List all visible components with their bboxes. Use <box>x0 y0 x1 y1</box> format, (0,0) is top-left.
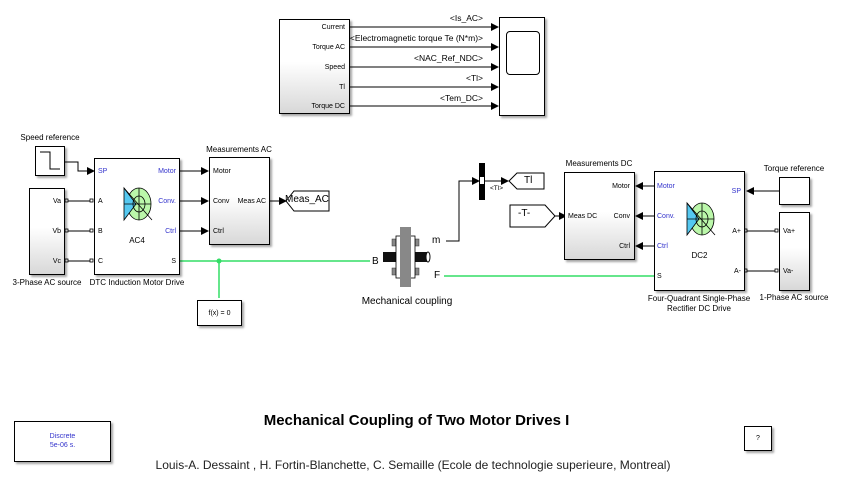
scope-signals-subsystem[interactable]: Current Torque AC Speed Tl Torque DC <box>279 19 350 114</box>
model-title: Mechanical Coupling of Two Motor Drives … <box>263 412 570 429</box>
help-button[interactable]: ? <box>744 426 772 451</box>
port-torque-dc: Torque DC <box>311 103 345 110</box>
signal-is-ac: <Is_AC> <box>449 13 483 23</box>
dc-port-sp: SP <box>731 188 741 195</box>
bus-selector-signal: <Tl> <box>490 185 504 192</box>
ac-drive-label: DTC Induction Motor Drive <box>89 278 185 287</box>
port-markers <box>64 198 779 273</box>
port-tl: Tl <box>339 84 345 91</box>
measurements-ac-block[interactable]: Motor Conv Ctrl Meas AC <box>209 157 270 245</box>
goto-meas-ac[interactable] <box>285 190 333 214</box>
coupling-port-f: F <box>434 270 441 281</box>
model-authors: Louis-A. Dessaint , H. Fortin-Blanchette… <box>155 458 671 472</box>
dc-port-motor: Motor <box>657 183 675 190</box>
port-motor: Motor <box>158 168 176 175</box>
port-torque-ac: Torque AC <box>312 44 345 51</box>
torque-reference-block[interactable] <box>779 177 810 205</box>
mechanical-coupling-icon[interactable] <box>382 226 432 288</box>
three-phase-source-block[interactable]: Va Vb Vc <box>29 188 65 275</box>
bus-selector-block[interactable] <box>479 163 485 200</box>
meas-ac-in-motor: Motor <box>213 168 231 175</box>
port-current: Current <box>321 24 345 31</box>
dc-drive-label-2: Rectifier DC Drive <box>666 304 731 313</box>
step-icon <box>40 151 60 170</box>
bus-selector-port <box>480 177 484 184</box>
dc-drive-name: DC2 <box>691 251 708 260</box>
measurements-dc-block[interactable]: Meas DC Motor Conv Ctrl <box>564 172 635 260</box>
meas-ac-in-ctrl: Ctrl <box>213 228 224 235</box>
dc-port-s: S <box>657 273 662 280</box>
mech-junction <box>216 258 222 264</box>
meas-dc-out-conv: Conv <box>613 213 630 220</box>
dc-motor-icon <box>686 201 716 237</box>
dc-port-a-plus: A+ <box>732 228 741 235</box>
signal-te: <Electromagnetic torque Te (N*m)> <box>349 33 483 43</box>
port-vb: Vb <box>52 228 61 235</box>
goto-tl-tag: Tl <box>524 175 533 186</box>
port-vc: Vc <box>52 258 61 265</box>
ac-meas-wires[interactable] <box>180 167 287 235</box>
scope-wires <box>350 23 499 110</box>
port-s: S <box>171 258 176 265</box>
scope-screen-icon <box>506 31 540 75</box>
mech-wires[interactable] <box>180 260 654 298</box>
ac-drive-name: AC4 <box>129 236 145 245</box>
help-label: ? <box>756 435 760 442</box>
meas-dc-in: Meas DC <box>568 213 598 220</box>
dc-port-a-minus: A- <box>734 268 741 275</box>
port-b: B <box>98 228 103 235</box>
goto-tl[interactable] <box>508 172 546 190</box>
one-phase-source-block[interactable]: Va+ Va- <box>779 212 810 291</box>
wire-m[interactable] <box>446 177 480 242</box>
from-t-tag: -T- <box>518 208 531 219</box>
port-sp: SP <box>98 168 108 175</box>
meas-ac-label: Measurements AC <box>206 145 272 154</box>
port-ctrl: Ctrl <box>165 228 176 235</box>
speed-reference-label: Speed reference <box>20 133 80 142</box>
port-a: A <box>98 198 103 205</box>
dc-drive-label-1: Four-Quadrant Single-Phase <box>647 294 751 303</box>
port-va-plus: Va+ <box>783 228 796 235</box>
fx-zero-block[interactable]: f(x) = 0 <box>197 300 242 326</box>
port-c: C <box>98 258 104 265</box>
torque-reference-label: Torque reference <box>763 164 825 173</box>
goto-meas-ac-tag: Meas_AC <box>285 194 329 205</box>
signal-tl: <Tl> <box>465 73 483 83</box>
from-t[interactable] <box>509 204 557 229</box>
dtc-induction-drive-block[interactable]: SP A B C Motor Conv. Ctrl S AC4 <box>94 158 180 275</box>
meas-dc-out-motor: Motor <box>612 183 630 190</box>
scope-block[interactable] <box>499 17 545 116</box>
dc-source-wires[interactable] <box>746 230 778 272</box>
three-phase-source-label: 3-Phase AC source <box>12 278 82 287</box>
signal-nac-ref: <NAC_Ref_NDC> <box>414 53 483 63</box>
powergui-block[interactable]: Discrete 5e-06 s. <box>14 421 111 462</box>
meas-dc-out-ctrl: Ctrl <box>619 243 630 250</box>
powergui-step: 5e-06 s. <box>49 442 76 449</box>
speed-reference-block[interactable] <box>35 146 65 176</box>
signal-tem-dc: <Tem_DC> <box>440 93 483 103</box>
fx-zero-text: f(x) = 0 <box>208 310 231 317</box>
coupling-port-m: m <box>432 235 441 246</box>
wire-speed-ref[interactable] <box>65 161 95 175</box>
port-va-minus: Va- <box>783 268 794 275</box>
motor-icon <box>123 186 153 222</box>
meas-dc-label: Measurements DC <box>565 159 633 168</box>
dc-port-conv: Conv. <box>657 213 675 220</box>
powergui-mode: Discrete <box>49 433 76 440</box>
dc-port-ctrl: Ctrl <box>657 243 668 250</box>
coupling-label: Mechanical coupling <box>361 296 453 307</box>
ac-source-wires[interactable] <box>68 200 92 262</box>
port-speed: Speed <box>324 64 345 71</box>
port-conv: Conv. <box>158 198 176 205</box>
port-va: Va <box>52 198 61 205</box>
one-phase-source-label: 1-Phase AC source <box>759 293 829 302</box>
meas-ac-in-conv: Conv <box>213 198 230 205</box>
meas-ac-out: Meas AC <box>237 198 266 205</box>
dc-drive-block[interactable]: Motor Conv. Ctrl S SP A+ A- DC2 <box>654 171 745 291</box>
coupling-port-b: B <box>372 256 379 267</box>
